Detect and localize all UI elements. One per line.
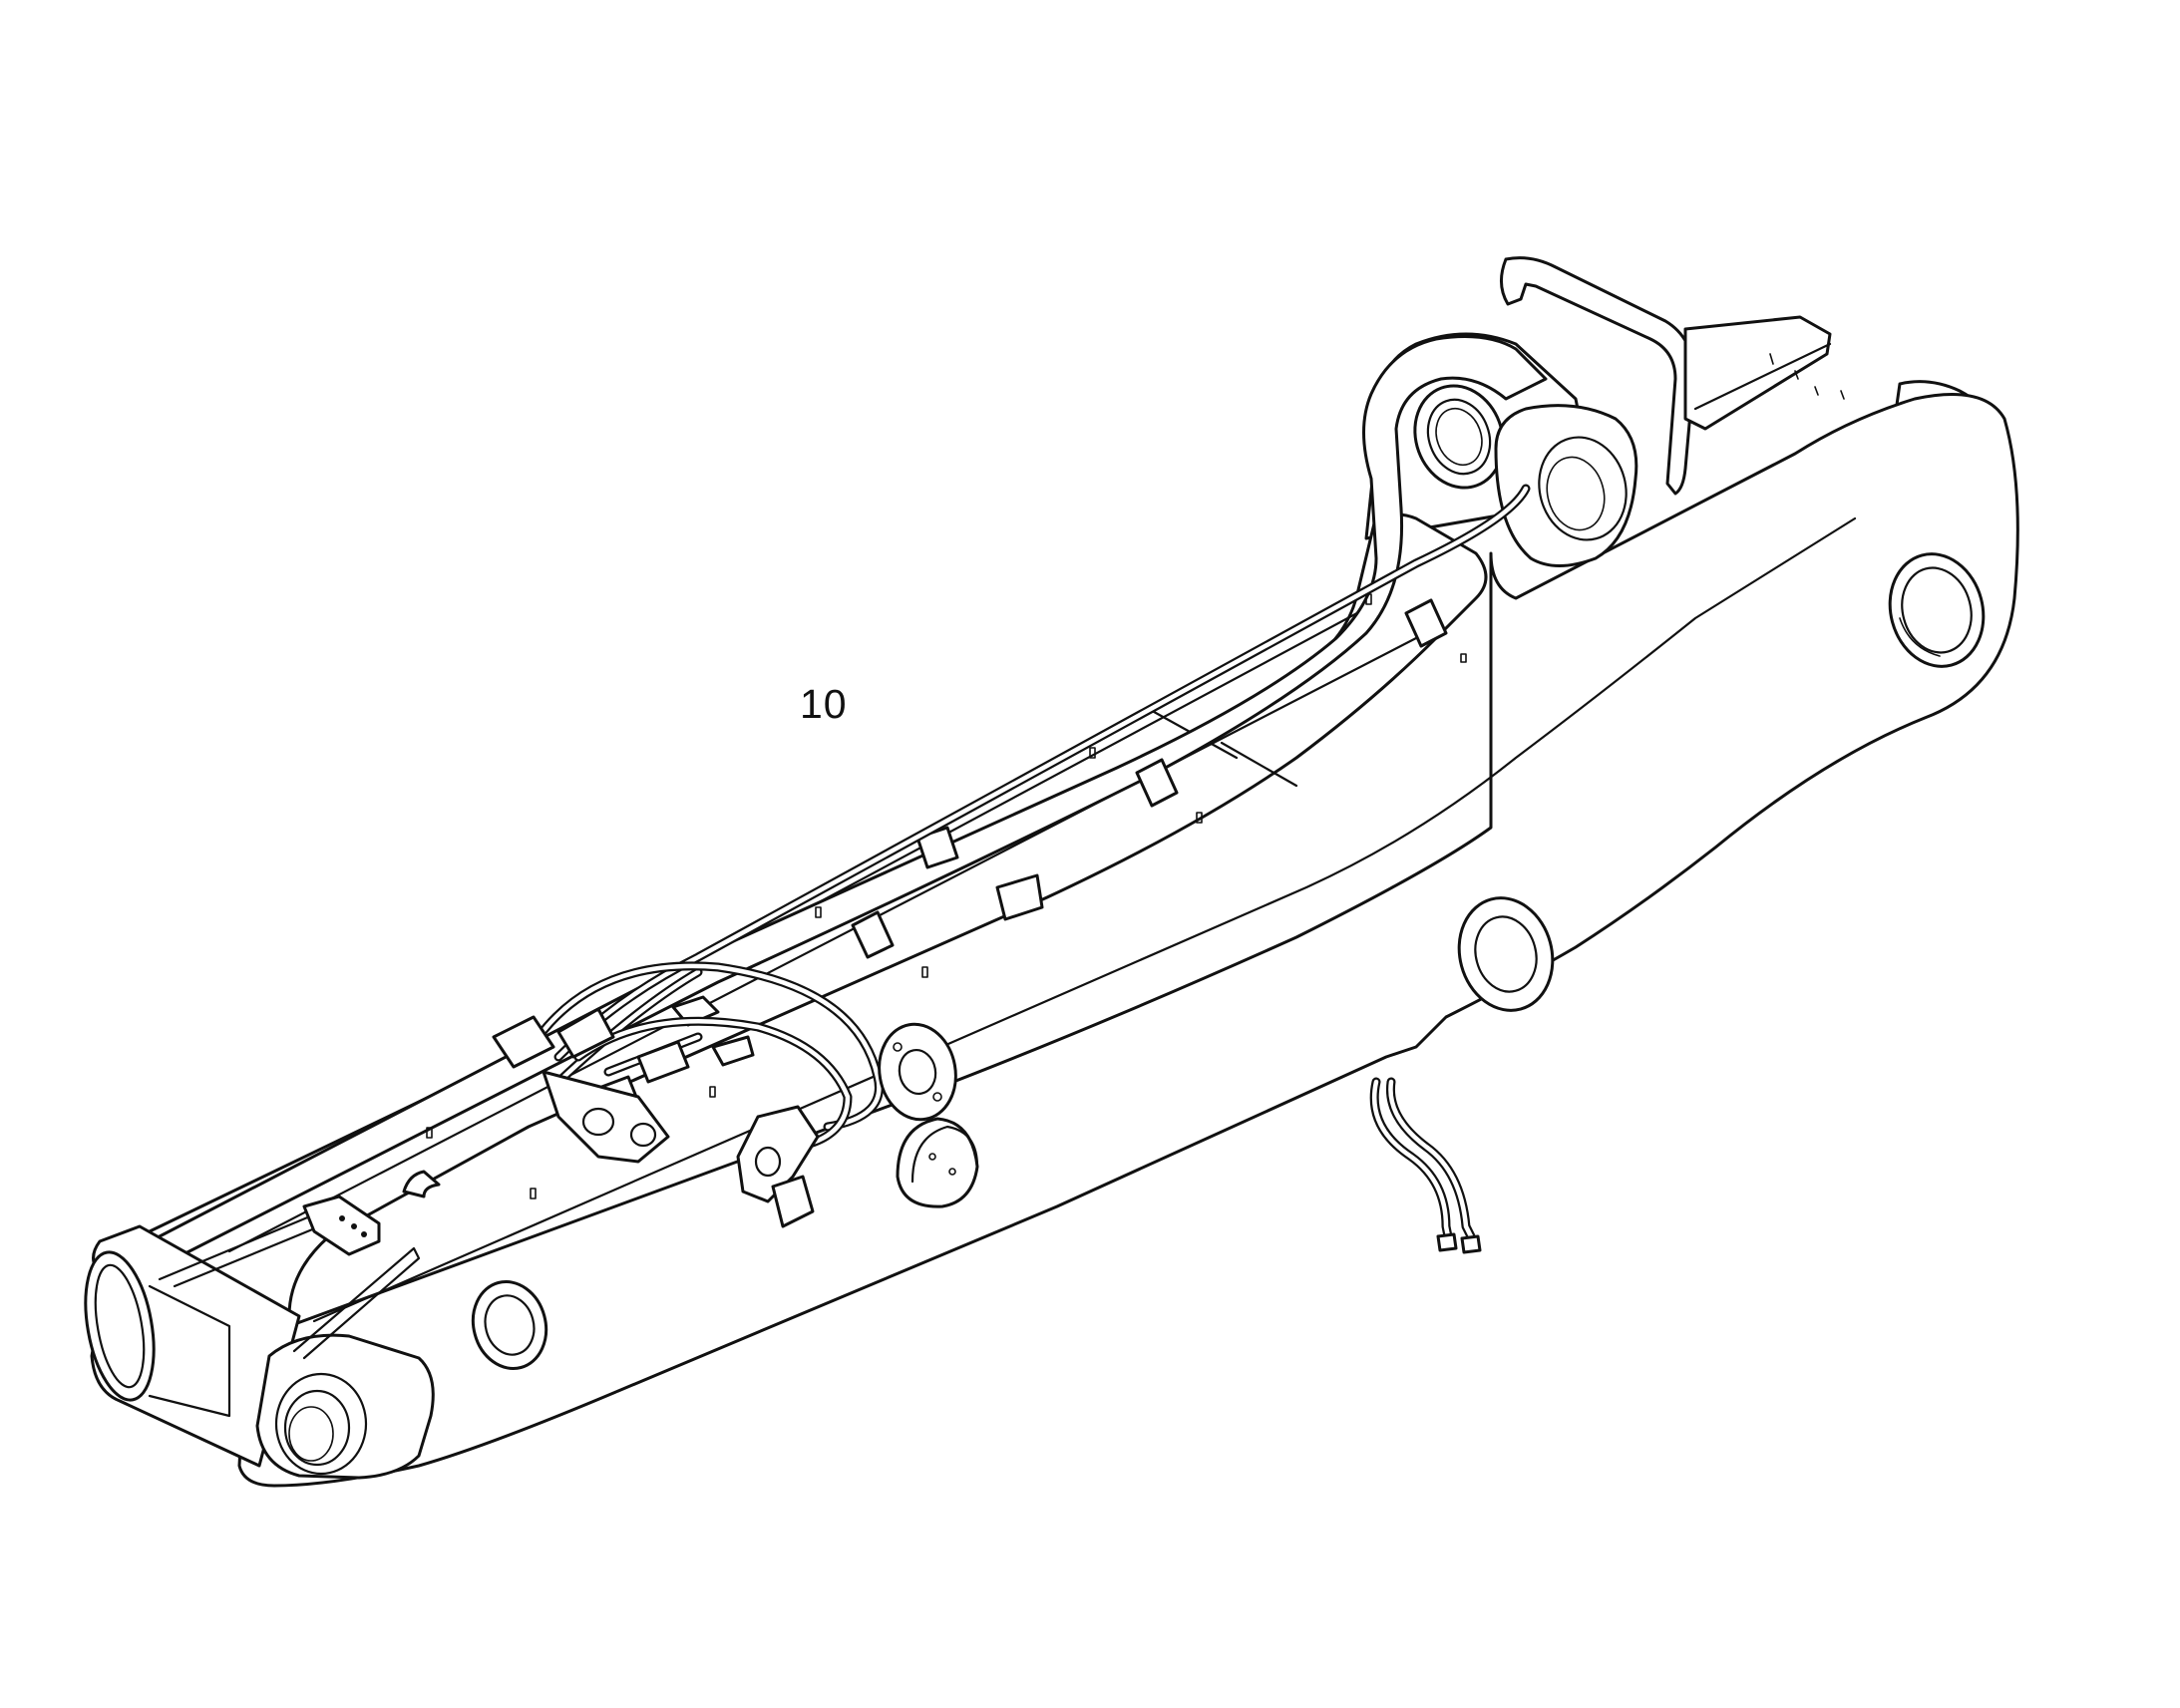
top-side-lug [1494, 404, 1638, 567]
top-face-studs [426, 593, 1467, 1199]
hose-clamps [851, 598, 1448, 959]
top-pin-boss-left [1413, 384, 1505, 490]
spacer-disc [896, 1117, 979, 1208]
lifting-hook [1500, 256, 1695, 496]
lower-side-boss [471, 1279, 548, 1371]
hanging-hoses [1369, 1077, 1482, 1254]
hose-fitting-assembly [492, 961, 884, 1228]
callout-label: 10 [800, 681, 848, 727]
middle-side-boss [1457, 896, 1555, 1012]
boom-upper-side-plate [148, 335, 1548, 1263]
foot-end-tube [84, 1224, 301, 1468]
right-pin-boss [1888, 552, 1986, 668]
flange-component [878, 1022, 957, 1122]
foot-end-plate [255, 1333, 435, 1480]
